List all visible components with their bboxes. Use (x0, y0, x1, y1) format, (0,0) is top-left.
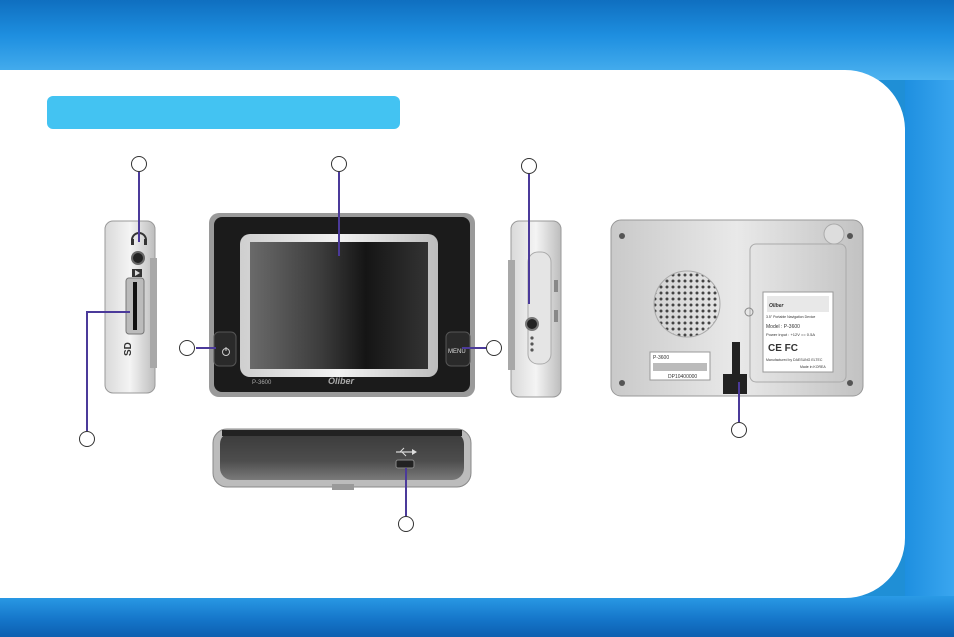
model-label: P-3600 (252, 380, 272, 386)
speaker-grille (653, 270, 721, 338)
label-subtitle: 3.5" Portable Navigation Device (766, 315, 815, 319)
leader-line-sd-card-h (86, 311, 130, 313)
sd-card-icon: SD (123, 342, 134, 356)
top-band (0, 0, 954, 80)
label-power: Power input : +12V == 0.5A (766, 332, 815, 337)
menu-button[interactable] (445, 331, 471, 367)
sticker-model: P-3600 (653, 355, 669, 361)
label-origin: Made in KOREA (800, 365, 826, 369)
back-view: Oliber 3.5" Portable Navigation Device M… (610, 219, 864, 397)
label-certs: CE FC (768, 343, 798, 354)
mount-slot (732, 342, 740, 392)
callout-marker-headphone (131, 156, 147, 172)
side-stripe (905, 80, 954, 596)
section-title-bar (47, 96, 400, 129)
leader-line-headphone (138, 172, 140, 242)
bottom-view (212, 428, 472, 490)
callout-marker-sd-card (79, 431, 95, 447)
device-label: Oliber 3.5" Portable Navigation Device M… (762, 291, 834, 373)
bottom-band (0, 596, 954, 637)
leader-line-sd-card-v (86, 312, 88, 431)
right-side-view (508, 220, 562, 398)
serial-sticker: P-3600 DP10400000 (649, 351, 711, 381)
left-side-view: SD (104, 220, 157, 394)
label-model: Model : P-3600 (766, 324, 800, 330)
front-view: MENU P-3600 Oliber (209, 213, 475, 397)
leader-line-screen (338, 172, 340, 256)
callout-marker-power-button (179, 340, 195, 356)
label-brand: Oliber (769, 303, 785, 309)
power-icon (222, 347, 230, 356)
usb-icon (396, 447, 417, 457)
leader-line-mount-slot (738, 382, 740, 422)
menu-label: MENU (448, 349, 466, 355)
label-maker: Manufactured by DAESUNG ELTEC (766, 358, 823, 362)
leader-line-usb (405, 468, 407, 516)
callout-marker-usb (398, 516, 414, 532)
power-jack[interactable] (525, 317, 539, 331)
leader-line-power-button (196, 347, 216, 349)
headphone-jack[interactable] (131, 251, 145, 265)
callout-marker-screen (331, 156, 347, 172)
usb-port[interactable] (395, 459, 415, 469)
touch-screen[interactable] (250, 242, 428, 369)
leader-line-menu-button (462, 347, 486, 349)
brand-logo: Oliber (328, 376, 355, 386)
callout-marker-mount-slot (731, 422, 747, 438)
leader-line-power-jack (528, 174, 530, 304)
callout-marker-menu-button (486, 340, 502, 356)
callout-marker-power-jack (521, 158, 537, 174)
sticker-serial: DP10400000 (668, 374, 697, 380)
